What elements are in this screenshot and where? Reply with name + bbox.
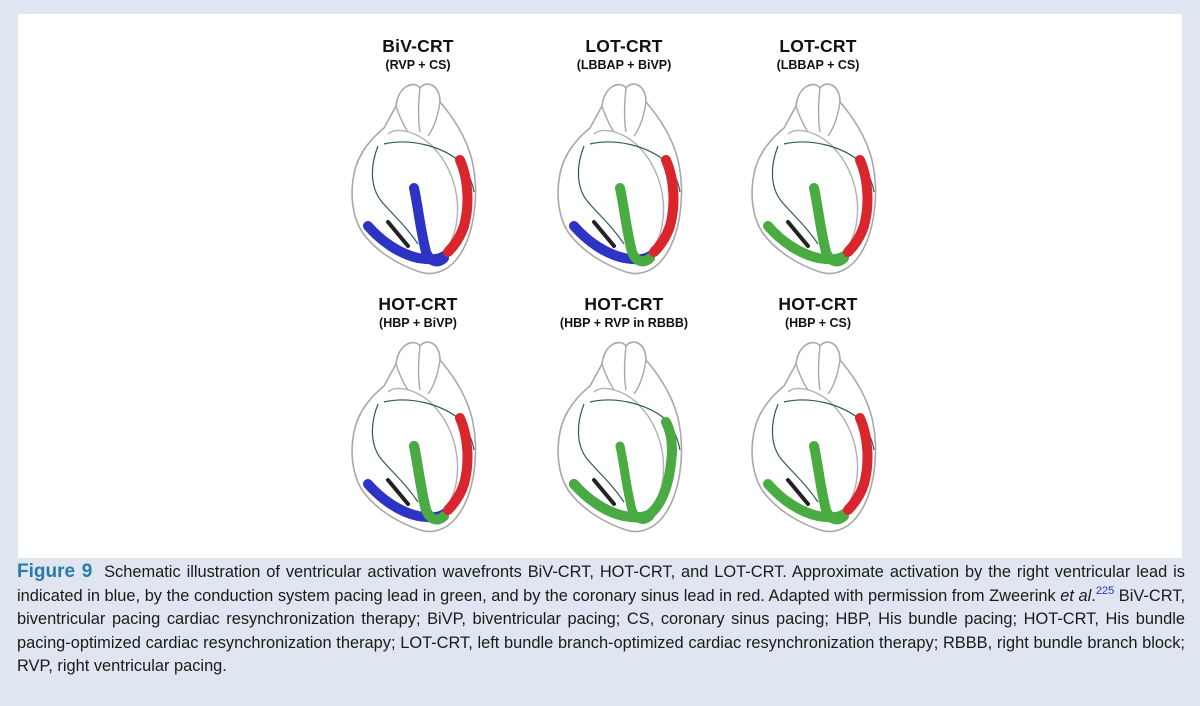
heart-outline bbox=[351, 341, 477, 533]
lead-electrode bbox=[786, 220, 810, 248]
lead-electrode bbox=[386, 220, 410, 248]
csp-activation-green bbox=[615, 183, 655, 267]
panel-hot-crt-rvp-rbbb: HOT-CRT (HBP + RVP in RBBB) bbox=[524, 294, 724, 552]
cs-activation-red bbox=[843, 413, 873, 515]
panel-title: HOT-CRT bbox=[584, 294, 664, 314]
great-vessels bbox=[795, 87, 841, 137]
pacing-lead bbox=[577, 145, 625, 245]
caption-abbreviations: BiV-CRT, biventricular pacing cardiac re… bbox=[17, 586, 1185, 676]
heart-outline bbox=[751, 83, 877, 275]
pacing-lead bbox=[771, 403, 819, 503]
pacing-lead bbox=[577, 403, 625, 503]
heart-outline bbox=[751, 341, 877, 533]
great-vessels bbox=[601, 345, 647, 395]
csp-septal-activation-green bbox=[615, 441, 655, 524]
panel-title: BiV-CRT bbox=[382, 36, 454, 56]
cs-activation-red bbox=[649, 155, 679, 257]
figure-caption: Figure 9 Schematic illustration of ventr… bbox=[17, 560, 1185, 679]
panel-title: LOT-CRT bbox=[585, 36, 663, 56]
panel-title: HOT-CRT bbox=[778, 294, 858, 314]
heart-outline bbox=[351, 83, 477, 275]
panel-lot-crt-bivp: LOT-CRT (LBBAP + BiVP) bbox=[524, 36, 724, 294]
heart-diagram bbox=[351, 341, 477, 533]
panel-subtitle: (HBP + CS) bbox=[784, 316, 852, 330]
panel-hot-crt-bivp: HOT-CRT (HBP + BiVP) bbox=[318, 294, 518, 552]
pacing-lead bbox=[771, 145, 819, 245]
panel-subtitle: (HBP + BiVP) bbox=[379, 316, 457, 330]
heart-outline bbox=[557, 341, 683, 533]
panel-subtitle: (RVP + CS) bbox=[385, 58, 451, 72]
reference-link[interactable]: 225 bbox=[1095, 584, 1115, 597]
heart-diagram bbox=[351, 83, 477, 275]
csp-septal-activation-green bbox=[809, 441, 849, 525]
cs-activation-red bbox=[443, 155, 473, 257]
caption-et-al: et al bbox=[1060, 586, 1092, 605]
panel-title: HOT-CRT bbox=[378, 294, 458, 314]
heart-diagram bbox=[557, 83, 683, 275]
panel-title: LOT-CRT bbox=[779, 36, 857, 56]
cs-activation-red bbox=[843, 155, 873, 257]
great-vessels bbox=[395, 345, 441, 395]
panel-subtitle: (HBP + RVP in RBBB) bbox=[559, 316, 689, 330]
lead-electrode bbox=[386, 478, 410, 506]
heart-diagram bbox=[751, 341, 877, 533]
lead-electrode bbox=[592, 220, 616, 248]
heart-outline bbox=[557, 83, 683, 275]
heart-diagram bbox=[557, 341, 683, 533]
great-vessels bbox=[795, 345, 841, 395]
caption-dot: . bbox=[1091, 586, 1096, 605]
lead-electrode bbox=[592, 478, 616, 506]
pacing-lead bbox=[371, 145, 419, 245]
pacing-lead bbox=[371, 403, 419, 503]
great-vessels bbox=[601, 87, 647, 137]
heart-diagram bbox=[751, 83, 877, 275]
lead-electrode bbox=[786, 478, 810, 506]
panel-subtitle: (LBBAP + CS) bbox=[776, 58, 860, 72]
great-vessels bbox=[395, 87, 441, 137]
rv-septal-activation-blue bbox=[409, 183, 449, 267]
csp-activation-green bbox=[409, 441, 449, 525]
figure-label: Figure 9 bbox=[17, 561, 93, 582]
panel-hot-crt-cs: HOT-CRT (HBP + CS) bbox=[718, 294, 918, 552]
cs-activation-red bbox=[443, 413, 473, 515]
csp-septal-activation-green bbox=[809, 183, 849, 267]
panel-subtitle: (LBBAP + BiVP) bbox=[576, 58, 672, 72]
panel-lot-crt-cs: LOT-CRT (LBBAP + CS) bbox=[718, 36, 918, 294]
caption-text: Schematic illustration of ventricular ac… bbox=[17, 563, 1185, 605]
panel-biv-crt: BiV-CRT (RVP + CS) bbox=[318, 36, 518, 294]
figure-panel: BiV-CRT (RVP + CS) LOT-CRT (LBBAP + BiVP… bbox=[18, 14, 1182, 558]
